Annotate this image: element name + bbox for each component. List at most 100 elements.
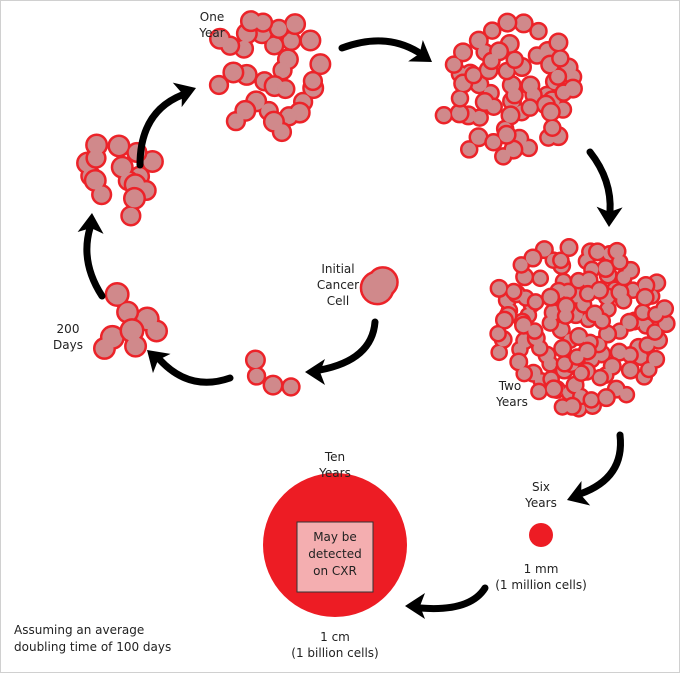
cell-stage-64 [568,341,597,366]
cell-stage-64 [578,280,610,303]
cells-layer [76,10,676,418]
cell-stage-32 [444,42,474,74]
six-years-label-1: Six [532,480,550,494]
cell-stage-32 [482,12,518,40]
ten-years-label-1: Ten [324,450,345,464]
cell-stage-64 [585,304,612,330]
one-year-label-1: One [200,10,224,24]
note-line-1: Assuming an average [14,623,144,637]
cell-stage-64 [489,310,514,343]
cell-stage-64 [607,241,629,271]
six-years-label-2: Years [524,496,557,510]
cell-stage-32 [474,92,503,117]
cell-stage-2 [244,349,267,386]
arrows-layer [77,37,624,619]
cell-stage-16 [209,27,241,56]
cell-stage-64 [509,352,534,383]
cell-stage-4 [119,318,148,358]
detect-line-3: on CXR [313,564,357,578]
cell-stage-64 [639,349,666,379]
cell-stage-32 [494,139,524,166]
cell-stage-16 [272,48,299,81]
cell-stage-16 [263,75,296,100]
cell-stage-64 [553,396,582,416]
cycle-arrow-1 [305,318,379,385]
cell-stage-64 [606,379,636,404]
cell-stage-16 [208,61,245,96]
two-years-label-1: Two [498,379,522,393]
cell-stage-4 [92,324,125,360]
cell-stage-64 [615,260,641,287]
cell-stage-64 [647,299,675,324]
cell-stage-32 [520,75,543,105]
one-year-label-2: Year [198,26,224,40]
cell-stage-32 [484,124,517,152]
cell-stage-64 [552,238,579,270]
initial-label-2: Cancer [317,278,359,292]
size-1mm-label-2: (1 million cells) [495,578,587,592]
cell-stage-32 [501,75,524,105]
note-line-2: doubling time of 100 days [14,640,171,654]
arrowhead [77,213,104,234]
two-years-label-2: Years [495,395,528,409]
cell-stage-64 [582,388,616,409]
cell-stage-32 [482,41,510,71]
cycle-arrow-3 [77,213,106,300]
arrowhead [305,359,325,385]
cell-stage-4 [104,281,140,324]
cell-stage-32 [554,78,583,102]
initial-cell [359,266,399,306]
ten-years-label-2: Years [318,466,351,480]
cell-stage-16 [262,110,293,143]
cell-stage-64 [609,342,639,364]
cell-stage-32 [548,32,570,68]
days-200-label-2: Days [53,338,83,352]
cell-stage-64 [634,287,655,322]
size-1cm-label-1: 1 cm [320,630,350,644]
detect-box [296,521,374,593]
arrowhead [596,206,623,227]
cell-stage-64 [541,303,563,332]
cell-stage-32 [459,127,489,159]
cell-stage-8 [120,186,146,227]
arrowhead [405,593,425,619]
initial-label-3: Cell [327,294,349,308]
cell-stage-64 [526,287,561,311]
cell-stage-8 [85,133,109,169]
cell-stage-32 [513,13,548,41]
cell-stage-64 [565,375,590,406]
cycle-arrow-6 [586,148,623,227]
arrowhead [408,39,432,62]
cell-stage-64 [530,379,564,401]
cell-stage-16 [302,53,332,92]
cell-stage-64 [514,315,544,340]
cell-stage-64 [610,282,633,310]
cell-stage-8 [83,168,113,206]
cell-stage-32 [434,103,470,125]
arrowhead [172,82,196,108]
cycle-arrow-2 [147,350,234,386]
size-1mm-label-1: 1 mm [524,562,559,576]
initial-label-1: Initial [321,262,354,276]
cell-stage-16 [225,99,257,132]
detect-line-2: detected [308,547,361,561]
cell-stage-64 [553,338,574,373]
cell-stage-64 [489,278,523,301]
cycle-arrow-4 [136,82,196,169]
cycle-arrow-7 [567,431,624,506]
cell-stage-2 [262,374,301,397]
arrowhead [147,350,171,374]
cycle-arrow-8 [405,584,489,619]
cell-stage-16 [239,10,274,33]
days-200-label-1: 200 [57,322,80,336]
size-1cm-label-2: (1 billion cells) [291,646,378,660]
cell-stage-32 [540,102,562,138]
arrowhead [567,481,591,506]
six-year-tumor [529,523,553,547]
cell-stage-16 [278,101,311,127]
cell-stage-64 [556,296,576,325]
cell-stage-16 [268,13,307,40]
cycle-arrow-5 [338,37,432,62]
cell-stage-16 [233,22,258,59]
